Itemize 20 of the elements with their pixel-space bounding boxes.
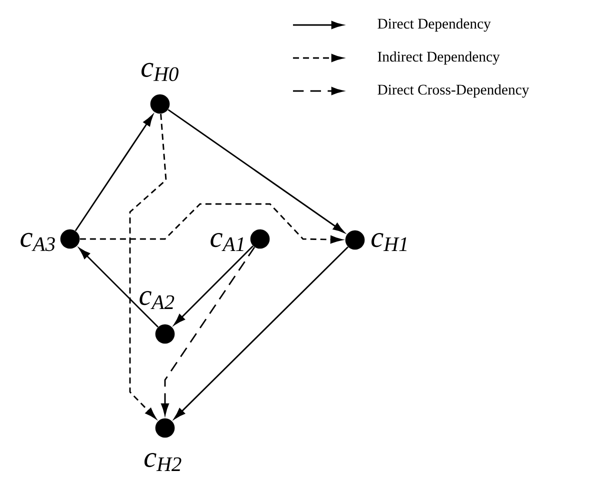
dot (155, 324, 175, 344)
legend-label: Indirect Dependency (378, 51, 500, 65)
dot (60, 229, 80, 249)
arrow (174, 246, 348, 420)
node-label: c$_{H0}$ (142, 62, 178, 82)
arrow (161, 246, 256, 415)
arrow (78, 248, 158, 328)
node-label: c$_{H1}$ (372, 233, 407, 251)
legend-label: Direct Dependency (378, 18, 491, 32)
arrow (74, 114, 154, 232)
dot (150, 94, 170, 114)
dot (345, 230, 365, 250)
arrow (168, 109, 344, 233)
arrow (174, 246, 254, 326)
node-label: c$_{A3}$ (20, 232, 55, 252)
node-label: c$_{A2}$ (140, 291, 174, 309)
legend-label: Direct Cross-Dependency (378, 84, 530, 98)
dot (155, 418, 175, 438)
node-label: c$_{H2}$ (144, 453, 182, 471)
arrow (129, 114, 167, 419)
